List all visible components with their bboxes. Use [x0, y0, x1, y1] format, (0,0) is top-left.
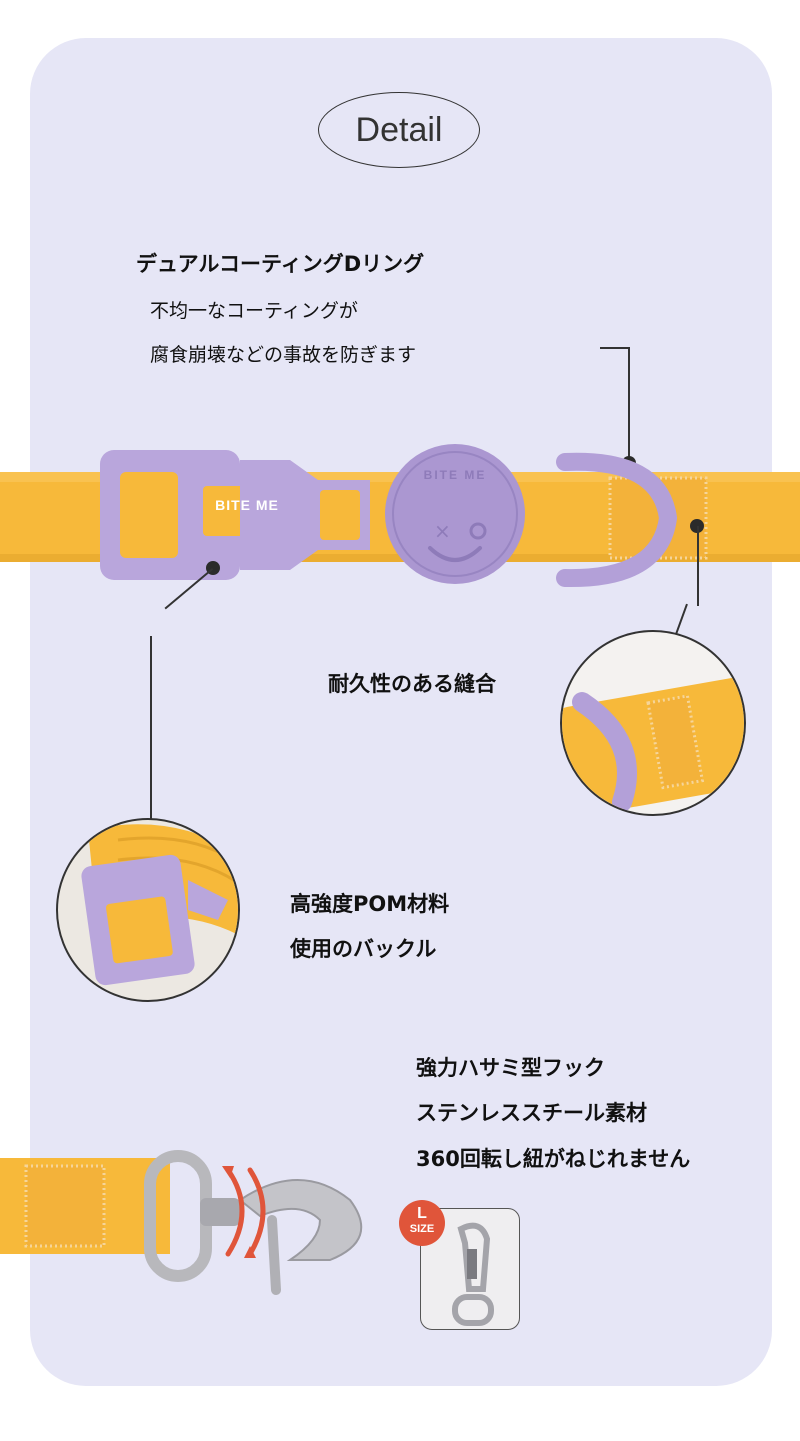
buckle-male-slot — [320, 490, 360, 540]
stitching-zoom-art — [562, 677, 744, 814]
thumb-hook-body — [457, 1222, 491, 1292]
stitching-zoom-circle — [560, 630, 746, 816]
callout-line-stitching-vertical — [697, 526, 699, 606]
leash-hook-illustration — [0, 1150, 363, 1295]
stitching-title: 耐久性のある縫合 — [328, 672, 496, 696]
thumb-hook-ring — [452, 1294, 494, 1326]
tag-label: BITE ME — [423, 468, 487, 482]
zoom-buckle-label-bg — [106, 896, 173, 964]
hook-lever — [267, 1215, 281, 1295]
callout-line-buckle-vertical — [150, 636, 152, 820]
l-size-hook-art — [452, 1222, 494, 1326]
rotate-arrow-right — [247, 1167, 266, 1257]
detail-title-text: Detail — [355, 110, 443, 149]
l-size-word: SIZE — [409, 1223, 435, 1235]
hook-line2: ステンレススチール素材 — [416, 1101, 647, 1125]
hook-claw — [238, 1179, 363, 1261]
rotate-arrow-left — [225, 1167, 245, 1257]
l-size-badge: L SIZE — [399, 1200, 445, 1246]
buckle-male — [240, 460, 370, 570]
rotate-arrowhead-bottom — [244, 1246, 256, 1258]
zoom-buckle-clip — [188, 880, 228, 920]
collar-illustration: × — [0, 444, 800, 588]
tag-smile-icon — [428, 546, 482, 562]
tag-o-icon — [469, 522, 487, 540]
leash-stitching — [24, 1164, 106, 1248]
hook-line3: 360回転し紐がねじれません — [416, 1147, 691, 1171]
d-ring-line1: 不均一なコーティングが — [150, 300, 358, 322]
rotate-arrowhead-top — [222, 1166, 234, 1178]
buckle-zoom-art — [81, 824, 238, 986]
buckle-zoom-circle — [56, 818, 240, 1002]
buckle-line2: 使用のバックル — [290, 937, 437, 961]
tag-x-icon: × — [434, 519, 451, 543]
bite-me-tag — [385, 444, 525, 584]
zoom-d-ring — [572, 692, 637, 812]
detail-title: Detail — [318, 92, 480, 168]
l-size-letter: L — [417, 1205, 427, 1222]
hook-swivel — [200, 1198, 240, 1226]
buckle-label: BITE ME — [215, 497, 279, 513]
collar-strap-shadow — [0, 554, 800, 562]
callout-line-d-ring-vertical — [628, 347, 630, 461]
hook-line1: 強力ハサミ型フック — [416, 1056, 605, 1080]
buckle-slot — [120, 472, 178, 558]
d-ring-title: デュアルコーティングDリング — [136, 252, 425, 276]
d-ring-line2: 腐食崩壊などの事故を防ぎます — [150, 344, 417, 366]
callout-line-d-ring — [600, 347, 630, 349]
d-ring — [556, 452, 678, 588]
bite-me-tag-ring — [392, 451, 518, 577]
buckle-line1: 高強度POM材料 — [290, 892, 450, 916]
thumb-hook-gate — [467, 1249, 477, 1279]
